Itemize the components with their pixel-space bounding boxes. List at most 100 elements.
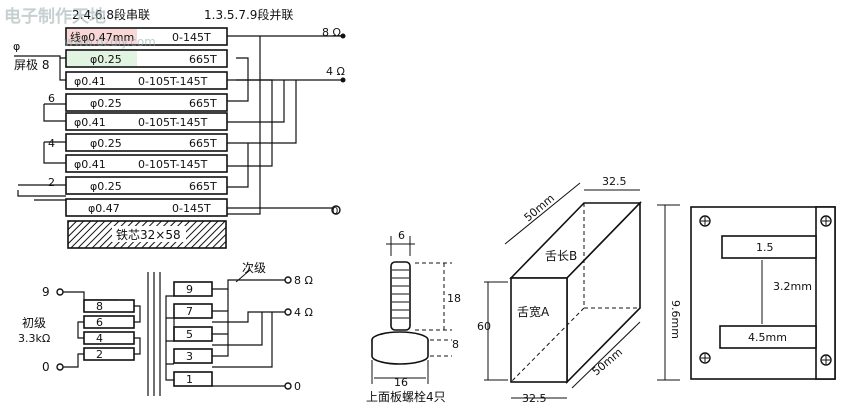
bolt-dim-mid-lines xyxy=(415,262,452,331)
terminal-4ohm xyxy=(340,77,346,83)
bolt-dim-low-lines xyxy=(430,339,452,357)
dim-height-line xyxy=(484,281,508,381)
row8-wire: φ0.25 xyxy=(90,180,122,193)
row3-turns: 0-105T-145T xyxy=(138,75,208,88)
plate-hole-bl-cross xyxy=(701,354,709,362)
primary-section-2-label: 2 xyxy=(96,348,103,361)
terminal-zero-mark: 0 xyxy=(332,206,338,217)
row4-turns: 665T xyxy=(189,97,217,110)
primary-series-links xyxy=(63,305,141,368)
core-label: 铁芯32×58 xyxy=(116,228,181,242)
secondary-section-5 xyxy=(173,326,213,342)
watermark-site: 电子制作天地 xyxy=(4,6,106,27)
link-left-2 xyxy=(43,103,66,122)
secondary-section-3-label: 3 xyxy=(186,350,193,363)
screen-label: 屏极 8 xyxy=(14,58,49,72)
primary-section-6 xyxy=(83,315,135,329)
secondary-section-5-label: 5 xyxy=(186,328,193,341)
primary-terminal-9-dot xyxy=(56,288,64,296)
dim-len2-line xyxy=(571,321,641,389)
winding-box-4 xyxy=(65,93,228,112)
dim-len: 50mm xyxy=(522,192,558,225)
primary-section-6-label: 6 xyxy=(96,316,103,329)
row9-wire: φ0.47 xyxy=(88,202,120,215)
schematic: 9 0 初级 3.3kΩ 8 6 4 2 次级 9 7 5 3 1 8 xyxy=(18,261,313,396)
link-left-1 xyxy=(59,58,66,81)
sec-terminal-0 xyxy=(284,382,292,390)
tap-6-label: 6 xyxy=(48,92,55,105)
secondary-section-1-label: 1 xyxy=(186,373,193,386)
row7-turns: 0-105T-145T xyxy=(138,158,208,171)
tongue-len: 舌长B xyxy=(545,249,577,263)
bus-vertical-1 xyxy=(227,36,261,215)
primary-impedance: 3.3kΩ xyxy=(18,332,50,345)
out-4ohm-label: 4 Ω xyxy=(326,65,345,78)
secondary-section-7 xyxy=(173,303,213,319)
terminal-zero xyxy=(331,205,341,215)
watermark-highlight-2 xyxy=(67,51,137,66)
bolt-dim-bottom: 16 xyxy=(394,376,408,389)
bolt-dim-bottom-lines xyxy=(371,360,429,384)
sec-out-4ohm-label: 4 Ω xyxy=(294,306,313,319)
plate-drawing: 9.6mm 1.5 3.2mm 4.5mm xyxy=(657,204,836,381)
bolt-drawing: 6 18 8 16 上面板螺栓4只 xyxy=(366,229,461,404)
row2-wire: φ0.25 xyxy=(90,53,122,66)
plate-hole-tr-cross xyxy=(822,217,830,225)
row8-turns: 665T xyxy=(189,180,217,193)
row5-turns: 0-105T-145T xyxy=(138,116,208,129)
sec-parallel-b xyxy=(165,295,175,381)
row9-turns: 0-145T xyxy=(172,202,211,215)
secondary-section-9-label: 9 xyxy=(186,283,193,296)
link-left-5 xyxy=(17,190,66,197)
plate-hole-tl-cross xyxy=(701,217,709,225)
row7-wire: φ0.41 xyxy=(74,158,106,171)
plate-slot-1-label: 1.5 xyxy=(756,241,774,254)
tap-4-label: 4 xyxy=(48,137,55,150)
dim-height: 60 xyxy=(477,320,491,333)
core-block-drawing: 32.5 50mm 舌长B 舌宽A 60 50mm 32.5 xyxy=(477,175,642,405)
bolt-dim-top: 6 xyxy=(398,229,405,242)
sec-terminal-4ohm xyxy=(284,308,292,316)
link-right-3 xyxy=(227,80,285,123)
link-left-3 xyxy=(43,141,66,164)
sec-terminal-8ohm xyxy=(284,276,292,284)
bolt-dim-top-lines xyxy=(386,236,415,256)
tap-2-label: 2 xyxy=(48,176,55,189)
link-right-4 xyxy=(227,80,297,144)
secondary-section-1 xyxy=(173,371,213,387)
primary-section-2 xyxy=(83,347,135,361)
bolt-head-side xyxy=(371,340,429,365)
primary-section-4 xyxy=(83,331,135,345)
secondary-label: 次级 xyxy=(242,261,266,275)
primary-section-8 xyxy=(83,299,135,313)
sec-tap-links xyxy=(212,312,273,368)
sec-out-8ohm-label: 8 Ω xyxy=(294,274,313,287)
plate-slot-2-label: 4.5mm xyxy=(748,331,787,344)
dim-width: 32.5 xyxy=(522,392,547,405)
row6-wire: φ0.25 xyxy=(90,137,122,150)
secondary-pointer xyxy=(235,269,251,283)
secondary-section-7-label: 7 xyxy=(186,305,193,318)
watermark-highlight xyxy=(67,29,137,44)
plate-edge-strip xyxy=(815,206,836,380)
primary-section-4-label: 4 xyxy=(96,332,103,345)
sec-lead-8 xyxy=(212,279,285,290)
secondary-section-3 xyxy=(173,348,213,364)
screen-lead xyxy=(14,55,66,59)
out-8ohm-label: 8 Ω xyxy=(322,26,341,39)
sec-parallel-a xyxy=(212,289,229,357)
watermark: 电子制作天地 www.dzdiy.com xyxy=(4,6,156,49)
row4-wire: φ0.25 xyxy=(90,97,122,110)
row3-wire: φ0.41 xyxy=(74,75,106,88)
tongue-width: 舌宽A xyxy=(517,304,550,319)
bolt-dim-mid: 18 xyxy=(447,292,461,305)
dim-overall: 9.6mm xyxy=(669,300,682,339)
block-front-face xyxy=(510,277,568,383)
sec-out-0-label: 0 xyxy=(294,380,301,393)
link-right-5 xyxy=(227,143,249,188)
row2-turns: 665T xyxy=(189,53,217,66)
core-label-bg xyxy=(112,226,186,242)
plate-hole-br-cross xyxy=(822,356,830,364)
bolt-caption: 上面板螺栓4只 xyxy=(366,389,446,404)
